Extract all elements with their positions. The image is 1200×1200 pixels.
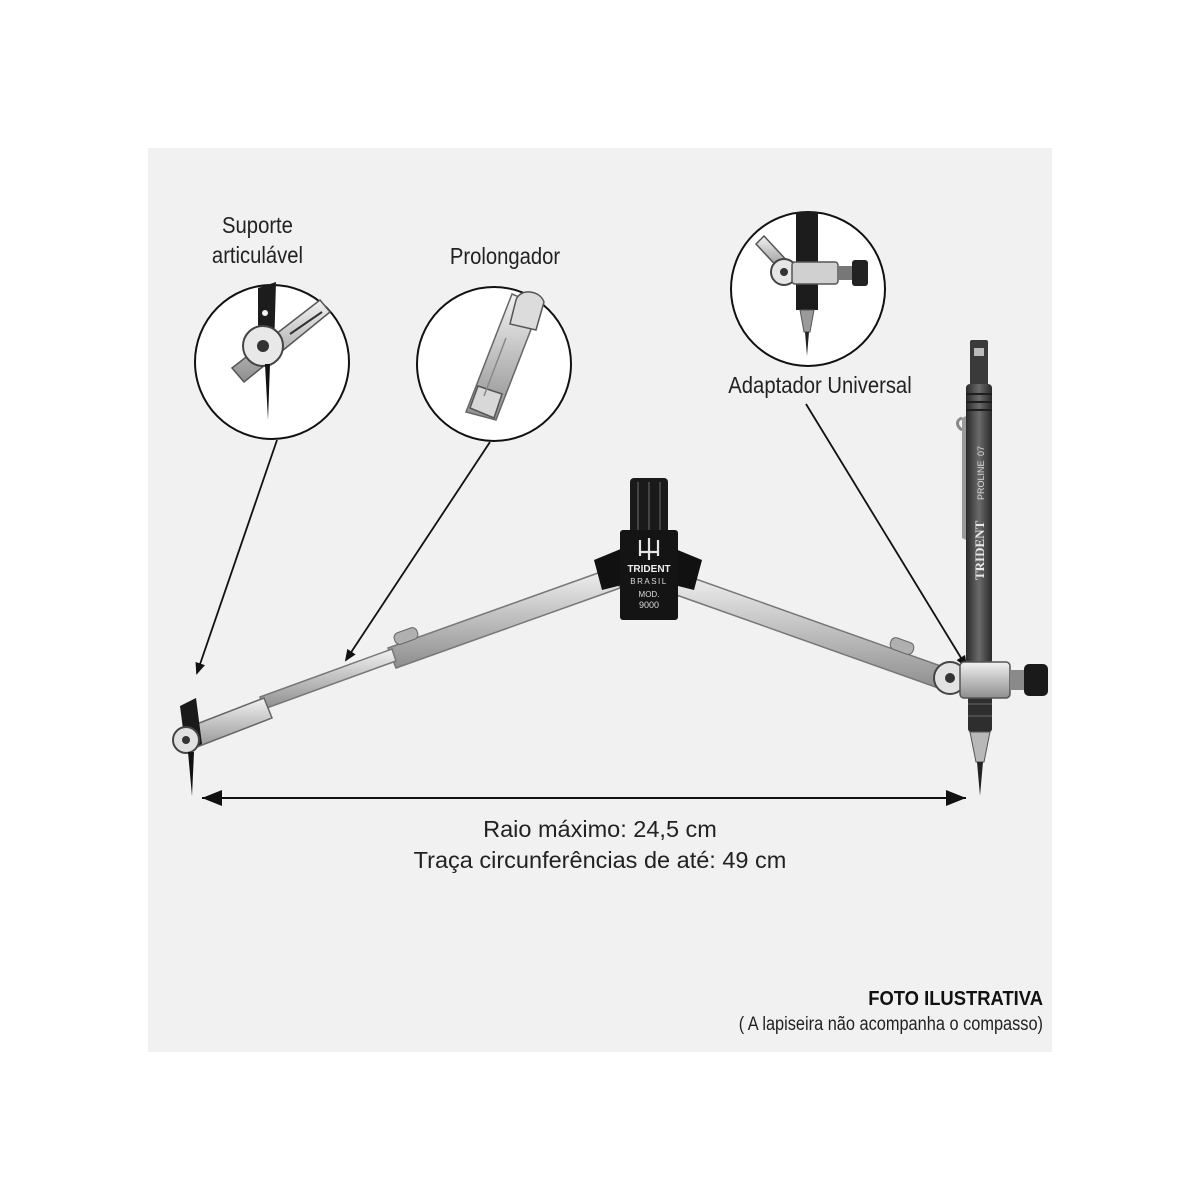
- note-title: FOTO ILUSTRATIVA: [868, 988, 1043, 1010]
- compass-model-number: 9000: [639, 600, 659, 610]
- label-suporte-line1: Suporte: [222, 212, 293, 238]
- compass-brand: TRIDENT: [627, 564, 670, 575]
- pencil-line: PROLINE: [976, 460, 986, 500]
- suporte-detail-icon: [230, 282, 332, 420]
- note-subtitle: ( A lapiseira não acompanha o compasso): [738, 1014, 1043, 1035]
- adapter-knob: [1024, 664, 1048, 696]
- measurement-circumference: Traça circunferências de até: 49 cm: [413, 847, 787, 873]
- compass-model-label: MOD.: [639, 590, 660, 599]
- compass-right-leg: [667, 571, 967, 695]
- pencil-brand: TRIDENT: [972, 520, 987, 580]
- label-suporte-line2: articulável: [211, 242, 304, 268]
- radius-arrow-right-icon: [946, 790, 966, 806]
- trident-logo-icon: [638, 538, 660, 560]
- mechanical-pencil: TRIDENT PROLINE 07: [956, 340, 992, 796]
- compass-body: [620, 530, 678, 620]
- label-adaptador: Adaptador Universal: [728, 372, 912, 398]
- measurement-radius: Raio máximo: 24,5 cm: [483, 816, 717, 842]
- prolongador-detail-icon: [464, 291, 545, 421]
- pencil-size: 07: [976, 446, 986, 456]
- pointer-suporte: [195, 439, 278, 675]
- callout-adaptador-circle: [730, 211, 886, 367]
- compass-head: TRIDENT BRASIL MOD. 9000: [594, 478, 702, 620]
- compass-left-leg: [172, 567, 621, 796]
- callout-suporte-circle: [194, 282, 350, 440]
- pointer-prolongador: [344, 441, 491, 662]
- pointer-adaptador: [805, 403, 968, 668]
- universal-adapter: [959, 661, 1048, 699]
- label-suporte: Suporte articulável: [181, 210, 335, 270]
- measurement-text: Raio máximo: 24,5 cm Traça circunferênci…: [330, 814, 870, 876]
- compass-origin: BRASIL: [630, 577, 667, 586]
- adaptador-detail-icon: [754, 212, 868, 356]
- callout-prolongador-circle: [416, 286, 572, 442]
- radius-arrow-left-icon: [202, 790, 222, 806]
- label-prolongador: Prolongador: [449, 243, 561, 269]
- illustration-note: FOTO ILUSTRATIVA ( A lapiseira não acomp…: [640, 986, 1043, 1038]
